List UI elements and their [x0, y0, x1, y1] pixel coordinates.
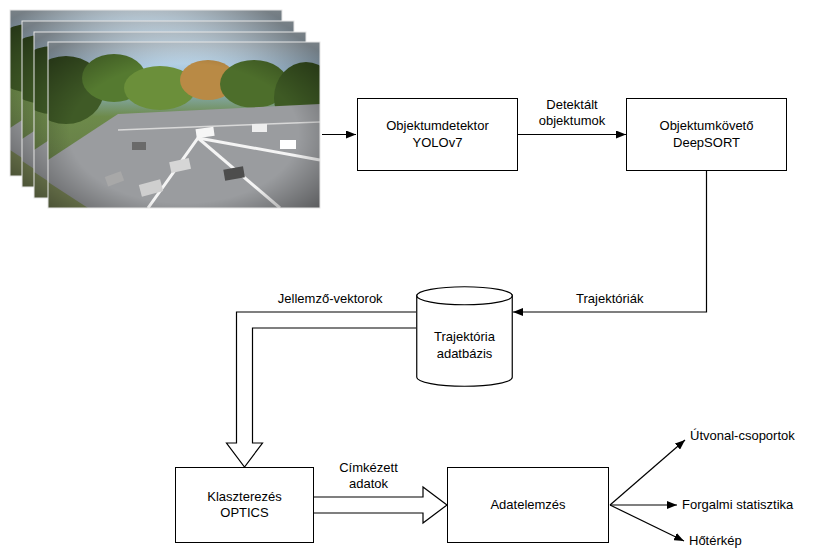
edge-label: Detektált objektumok	[537, 97, 607, 130]
node-text: Klaszterezés OPTICS	[207, 489, 281, 522]
edge-label: Jellemző-vektorok	[276, 291, 385, 307]
flow-arrow	[518, 134, 626, 135]
block-arrow	[227, 312, 417, 467]
output-arrow	[610, 440, 685, 505]
video-frame	[28, 42, 338, 208]
process-box: Adatelemzés	[447, 467, 609, 543]
process-box: Objektumkövető DeepSORT	[626, 98, 787, 171]
node-text: Objektumkövető DeepSORT	[660, 118, 754, 151]
node-text: Objektumdetektor YOLOv7	[386, 118, 489, 151]
edge-label: Címkézett adatok	[337, 460, 400, 493]
node-text: Trajektória adatbázis	[434, 329, 495, 362]
flow-arrow	[513, 171, 707, 312]
database-cylinder: Trajektória adatbázis	[416, 286, 513, 387]
block-arrow	[314, 487, 447, 523]
edge-label: Trajektóriák	[574, 291, 645, 307]
node-text: Adatelemzés	[490, 497, 565, 513]
output-arrow	[610, 504, 677, 505]
frame-border	[48, 42, 320, 208]
output-arrow	[610, 505, 684, 541]
output-label: Forgalmi statisztika	[682, 497, 793, 513]
video-frames	[0, 10, 338, 208]
input-arrow	[322, 134, 356, 135]
process-box: Objektumdetektor YOLOv7	[357, 98, 518, 171]
cylinder-top	[417, 287, 513, 305]
output-label: Hőtérkép	[689, 533, 742, 549]
process-box: Klaszterezés OPTICS	[175, 467, 314, 543]
cylinder-body	[417, 295, 513, 386]
output-label: Útvonal-csoportok	[690, 428, 795, 444]
